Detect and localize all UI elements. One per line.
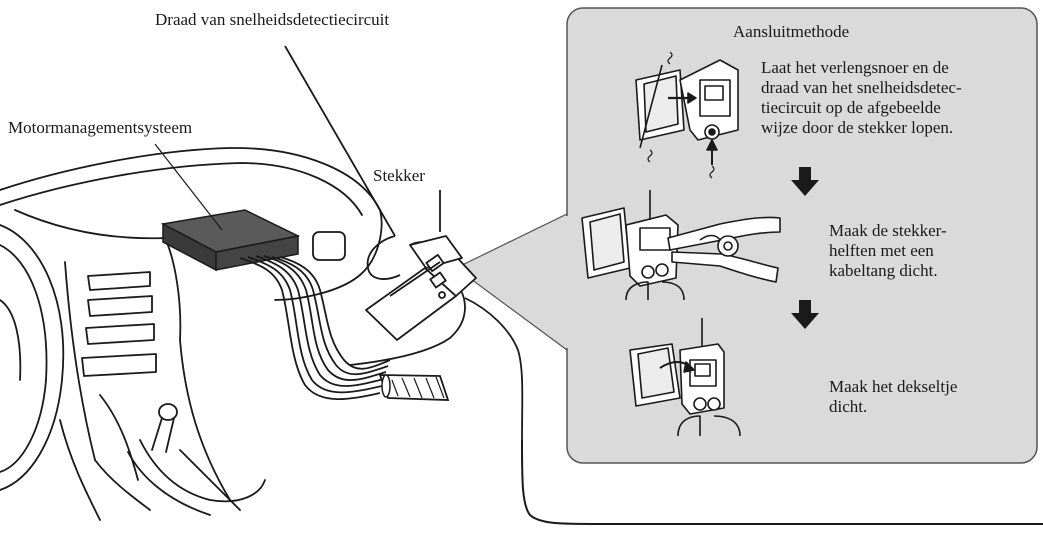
panel-title: Aansluitmethode — [733, 22, 850, 41]
step1-illustration — [635, 51, 739, 179]
step1-line: wijze door de stekker lopen. — [761, 118, 954, 137]
step3-illustration — [629, 318, 741, 437]
step2-illustration — [581, 190, 781, 301]
step1-text: Laat het verlengsnoer en de draad van he… — [761, 58, 962, 138]
speed-wire-label: Draad van snelheidsdetectiecircuit — [155, 10, 390, 29]
step2-text: Maak de stekker- helften met een kabelta… — [829, 221, 947, 281]
connector-label: Stekker — [373, 166, 425, 185]
engine-management-unit — [160, 209, 301, 272]
down-arrow-icon — [791, 300, 819, 329]
down-arrow-icon — [791, 167, 819, 196]
wire-bundle — [239, 255, 391, 401]
step2-line: kabeltang dicht. — [829, 261, 938, 280]
dashboard-drawing — [0, 147, 383, 521]
step1-line: Laat het verlengsnoer en de — [761, 58, 949, 77]
leader-lines — [154, 143, 223, 231]
speed-wire — [284, 45, 1043, 525]
main-connector — [365, 235, 477, 341]
thick-cable — [378, 374, 450, 401]
step1-line: draad van het snelheidsdetec- — [761, 78, 962, 97]
step2-line: Maak de stekker- — [829, 221, 947, 240]
step3-text: Maak het dekseltje dicht. — [829, 377, 957, 417]
engine-management-label: Motormanagementsysteem — [8, 118, 193, 137]
step2-line: helften met een — [829, 241, 934, 260]
step1-line: tiecircuit op de afgebeelde — [761, 98, 941, 117]
step3-line: Maak het dekseltje — [829, 377, 958, 396]
step3-line: dicht. — [829, 397, 868, 416]
